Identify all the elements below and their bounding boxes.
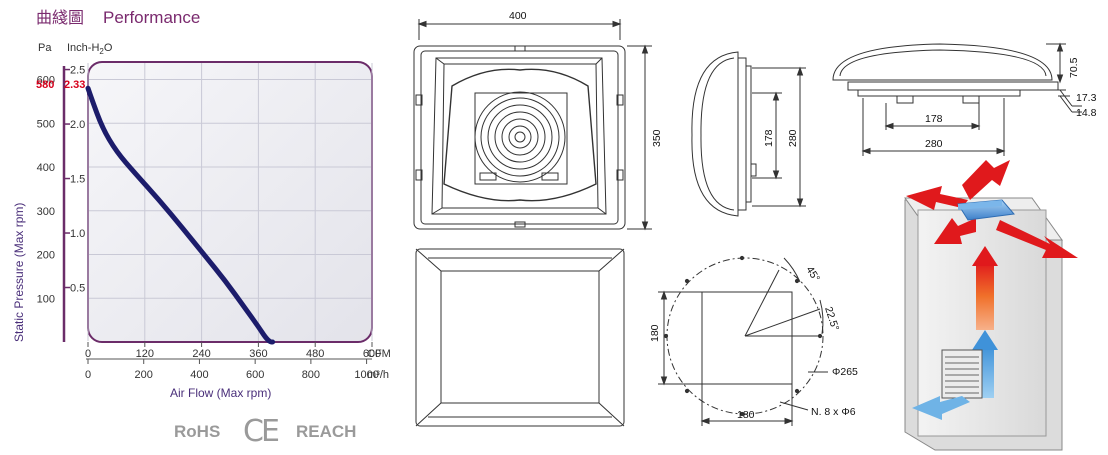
x-tick-label-cfm: 600 [363,348,381,360]
y-unit-inch-main: Inch-H [67,42,99,54]
dim-front-height-a: 70.5 [1068,57,1080,78]
heat-column [976,262,994,330]
dim-cutout-width: 180 [737,409,755,421]
dim-angle-a: 45° [803,264,822,284]
rohs-logo: RoHS [174,422,220,441]
dim-cutout-height: 180 [649,324,661,342]
rooftop-fan-lid [958,200,1002,210]
x-axis-label: Air Flow (Max rpm) [170,386,271,400]
hot-air-arrow [972,246,998,266]
x-tick-label-cfm: 120 [136,348,154,360]
y-unit-inch-sub: 2 [99,47,104,56]
y-tick-label-inch: 1.5 [70,174,85,186]
performance-chart: 600 500 400 300 200 100 2.5 2.0 1.5 1.0 0.5 0 120 2… [12,42,391,400]
x-tick-label-cfm: 480 [306,348,324,360]
page-title: 曲綫圖 Performance [36,8,200,27]
reach-logo: REACH [296,422,356,441]
chart-panel [87,61,373,343]
exhaust-arrow-top [962,160,1010,200]
y-tick-label-pa: 200 [37,250,55,262]
dim-front-height-c: 14.8 [1076,107,1097,119]
y-tick-label-inch: 2.0 [70,119,85,131]
x-tick-label-m3h: 400 [190,369,208,381]
x-tick-label-cfm: 240 [192,348,210,360]
x-tick-label-m3h: 800 [302,369,320,381]
chart-grid [87,63,373,341]
x-m3h-ticks: 0 200 400 600 800 1000 [85,359,379,381]
y-inch-ticks: 2.5 2.0 1.5 1.0 0.5 [64,65,85,295]
dim-hole-circle: Φ265 [832,366,858,378]
exhaust-arrow-right [996,220,1078,258]
y-tick-label-pa: 300 [37,206,55,218]
title-cjk: 曲綫圖 [36,8,84,27]
dim-front-outer: 280 [925,138,943,150]
performance-curve [85,85,276,345]
x-cfm-ticks: 0 120 240 360 480 600 [85,342,381,360]
top-view-drawing [413,19,652,231]
max-inch-label: 2.33 [64,79,85,91]
max-pa-label: 580 [36,79,54,91]
x-tick-label-m3h: 0 [85,369,91,381]
y-unit-pa: Pa [38,42,52,54]
filter-grille-slats [945,356,979,394]
x-tick-label-cfm: 360 [249,348,267,360]
y-tick-label-pa: 500 [37,118,55,130]
y-tick-label-inch: 1.0 [70,228,85,240]
ce-logo: CE [243,414,279,449]
x-tick-label-cfm: 0 [85,348,91,360]
dim-top-width: 400 [509,10,527,22]
dim-front-height-b: 17.3 [1076,92,1097,104]
dim-right-height: 350 [651,129,663,147]
exhaust-arrow-front [934,218,976,244]
dim-front-inner: 178 [925,113,943,125]
filter-grille [941,349,983,399]
cool-air-in-arrow [912,396,970,420]
cutout-drawing [658,255,828,426]
y-tick-label-pa: 400 [37,162,55,174]
x-unit-cfm: CFM [367,348,391,360]
y-tick-label-pa: 100 [37,293,55,305]
y-unit-inch: Inch-H2O [67,42,113,56]
dim-angle-b: 22.5° [822,305,841,332]
dim-side-inner: 178 [763,129,775,147]
x-unit-m3h: m³/h [367,369,389,381]
dim-holes: N. 8 x Φ6 [811,406,856,418]
y-tick-label-pa: 600 [37,75,55,87]
bottom-view-drawing [415,248,625,427]
y-pa-ticks: 600 500 400 300 200 100 [37,75,55,306]
x-tick-label-m3h: 1000 [354,369,378,381]
certification-marks: RoHS CE REACH [174,414,356,449]
x-tick-label-m3h: 200 [135,369,153,381]
cool-air-up-arrow [972,330,998,350]
y-tick-label-inch: 0.5 [70,283,85,295]
exhaust-arrow-left [906,186,968,210]
title-en: Performance [103,8,200,27]
y-unit-inch-tail: O [104,42,113,54]
dim-side-outer: 280 [787,129,799,147]
y-axis-label: Static Pressure (Max rpm) [12,203,26,342]
side-view-drawing [691,51,806,217]
front-view-drawing [832,42,1082,156]
x-tick-label-m3h: 600 [246,369,264,381]
airflow-illustration [904,160,1078,451]
y-tick-label-inch: 2.5 [70,65,85,77]
